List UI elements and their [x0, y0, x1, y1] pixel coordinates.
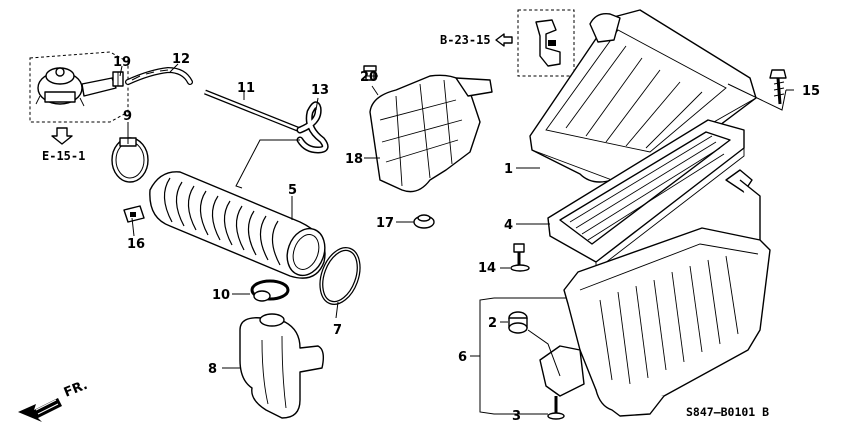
front-arrow-icon	[18, 398, 62, 422]
callout-8[interactable]: 8	[208, 362, 217, 377]
callout-19[interactable]: 19	[113, 55, 131, 70]
intake-duct-5[interactable]	[149, 171, 331, 281]
filter-element-4[interactable]	[547, 119, 745, 271]
bolt-3[interactable]	[547, 396, 565, 420]
callout-7[interactable]: 7	[333, 323, 342, 338]
callout-11[interactable]: 11	[237, 81, 255, 96]
front-label: FR.	[62, 378, 90, 401]
callout-6[interactable]: 6	[458, 350, 467, 365]
mount-2[interactable]	[508, 311, 528, 334]
intake-temperature-sensor[interactable]	[535, 19, 561, 67]
rod-11[interactable]	[204, 89, 301, 133]
callout-18[interactable]: 18	[345, 152, 363, 167]
clip-16[interactable]	[123, 205, 145, 223]
callout-15[interactable]: 15	[802, 84, 820, 99]
bracket-18[interactable]	[369, 74, 493, 193]
leader-lines	[119, 63, 794, 415]
callout-10[interactable]: 10	[212, 288, 230, 303]
callout-14[interactable]: 14	[478, 261, 496, 276]
resonator-8[interactable]	[239, 313, 325, 419]
down-arrow-icon	[51, 127, 73, 145]
callout-20[interactable]: 20	[360, 70, 378, 85]
bolt-15[interactable]	[769, 69, 787, 105]
band-10[interactable]	[250, 279, 290, 302]
callout-16[interactable]: 16	[127, 237, 145, 252]
front-direction-indicator: FR.	[18, 378, 90, 422]
callout-5[interactable]: 5	[288, 183, 297, 198]
callout-labels: 19 12 11 13 9 16 5 10 7 8 20 18 17 1 4 1…	[113, 52, 820, 424]
hose-12[interactable]	[125, 66, 193, 85]
callout-1[interactable]: 1	[504, 162, 513, 177]
callout-9[interactable]: 9	[123, 109, 132, 124]
bolt-14[interactable]	[510, 243, 530, 272]
gasket-7[interactable]	[314, 244, 365, 308]
ref-e-15-1[interactable]: E-15-1	[42, 149, 85, 163]
diagram-code: S847—B0101 B	[686, 405, 769, 419]
bolt-20[interactable]	[363, 65, 377, 81]
callout-4[interactable]: 4	[504, 218, 513, 233]
sensor-inset	[517, 9, 575, 77]
callout-2[interactable]: 2	[488, 316, 497, 331]
callout-12[interactable]: 12	[172, 52, 190, 67]
callout-17[interactable]: 17	[376, 216, 394, 231]
hose-13[interactable]	[296, 101, 329, 154]
actuator-motor[interactable]	[35, 67, 117, 107]
grommet-17[interactable]	[413, 214, 435, 229]
air-cleaner-case-6[interactable]	[539, 169, 771, 417]
left-arrow-icon	[495, 33, 513, 47]
callout-13[interactable]: 13	[311, 83, 329, 98]
actuator-motor-group: E-15-1	[29, 51, 129, 163]
callout-3[interactable]: 3	[512, 409, 521, 424]
clamp-9[interactable]	[111, 137, 149, 183]
connector-19[interactable]	[112, 71, 124, 87]
ref-b-23-15[interactable]: B-23-15	[440, 33, 491, 47]
